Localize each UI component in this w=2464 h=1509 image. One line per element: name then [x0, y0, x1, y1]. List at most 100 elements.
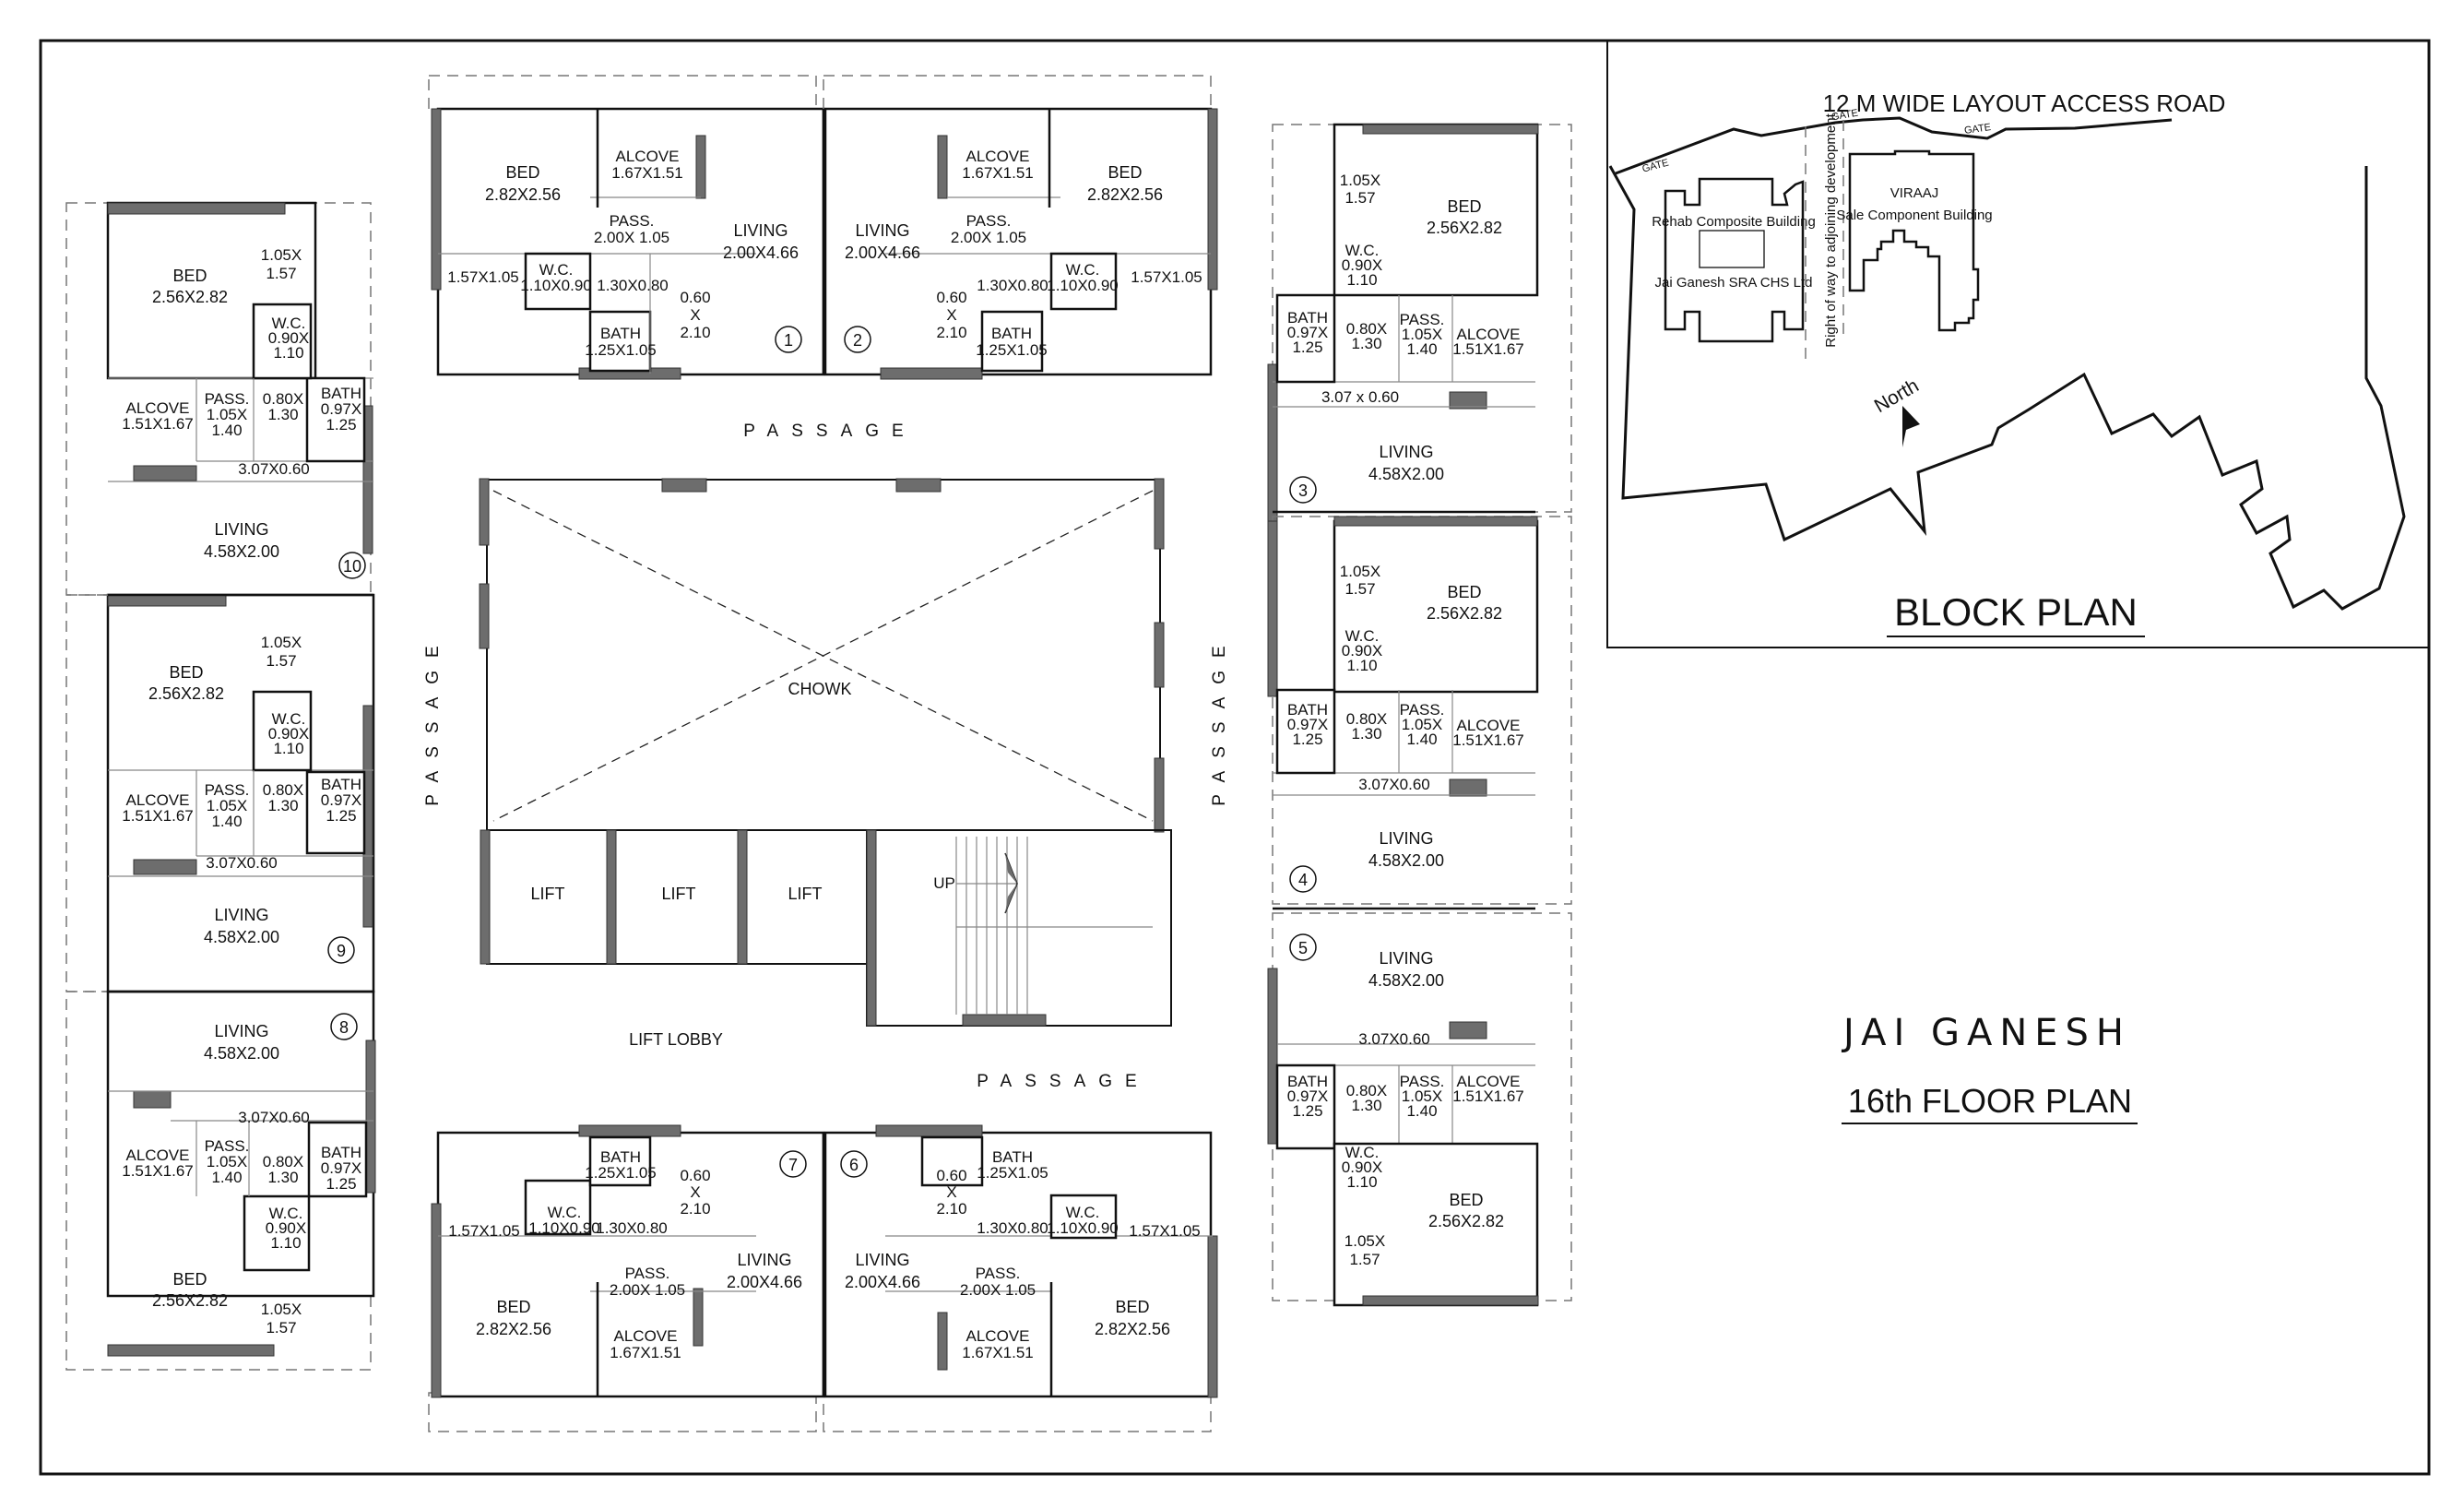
room-living-size: 4.58X2.00 — [204, 1044, 279, 1063]
room-pass: PASS. — [205, 1137, 250, 1155]
unit-number: 2 — [853, 331, 862, 350]
room-alcove: ALCOVE — [1457, 1073, 1521, 1090]
unit-8[interactable]: LIVING 4.58X2.00 3.07X0.60 ALCOVE 1.51X1… — [65, 990, 376, 1371]
room-bath: BATH — [1287, 1073, 1328, 1090]
room-pass-size: 2.00X 1.05 — [960, 1281, 1036, 1299]
room-pass-size: 1.40 — [1406, 731, 1437, 748]
right-of-way-label: Right of way to adjoining development — [1823, 113, 1839, 347]
room-wc: W.C. — [272, 710, 306, 728]
room-bath-size: 1.25 — [1292, 1102, 1322, 1120]
room-bath-size: 0.97X — [1287, 1087, 1328, 1105]
unit-7[interactable]: BATH 1.25X1.05 0.60 X 2.10 1.30X0.80 W.C… — [428, 1124, 825, 1432]
room-living: LIVING — [733, 221, 788, 240]
room-bath-size: 1.25 — [1292, 339, 1322, 356]
room-living-size: 4.58X2.00 — [1368, 971, 1444, 990]
room-wc-size: 1.10 — [273, 344, 303, 362]
room-wc: W.C. — [1066, 1204, 1100, 1221]
lift-3-label[interactable]: LIFT — [788, 885, 822, 903]
room-wc: W.C. — [272, 315, 306, 332]
room-bath: BATH — [321, 385, 361, 402]
room-bed: BED — [172, 267, 207, 285]
room-bed: BED — [496, 1298, 530, 1316]
room-bed: BED — [1108, 163, 1142, 182]
unit-6[interactable]: BATH 1.25X1.05 0.60 X 2.10 1.30X0.80 W.C… — [823, 1124, 1218, 1432]
room-living: LIVING — [214, 1022, 268, 1040]
room-bath-size: 1.25X1.05 — [585, 341, 657, 359]
room-wc-size: 1.10X0.90 — [1047, 1219, 1119, 1237]
room-wc: W.C. — [539, 261, 574, 279]
room-alcove: ALCOVE — [126, 791, 190, 809]
room-alcove-size: 1.51X1.67 — [1452, 340, 1524, 358]
room-living: LIVING — [855, 1251, 909, 1269]
room-bath: BATH — [321, 776, 361, 793]
room-wc-size: 0.90X — [1342, 1158, 1382, 1176]
room-store-size: 1.05X — [261, 634, 302, 651]
room-pass: PASS. — [625, 1265, 670, 1282]
room-dress-size: 1.30X0.80 — [596, 1219, 668, 1237]
room-pass-size: 1.05X — [207, 797, 247, 814]
room-pass-size: 1.05X — [207, 1153, 247, 1170]
room-store-size: 1.57X1.05 — [448, 1222, 520, 1240]
room-pass-size: 2.00X 1.05 — [594, 229, 669, 246]
room-alcove-size: 1.67X1.51 — [962, 1344, 1034, 1361]
room-dress-size: 0.80X — [263, 781, 303, 799]
duct-size: 2.10 — [936, 324, 966, 341]
room-dress-size: 1.30X0.80 — [977, 277, 1048, 294]
unit-2[interactable]: BED 2.82X2.56 ALCOVE 1.67X1.51 PASS. 2.0… — [823, 75, 1218, 380]
duct-size: 0.60 — [680, 1167, 710, 1184]
room-wc: W.C. — [1345, 242, 1380, 259]
room-living-size: 4.58X2.00 — [1368, 851, 1444, 870]
room-dress-size: 0.80X — [263, 1153, 303, 1170]
stair-up-label: UP — [933, 874, 955, 892]
room-store-size: 1.05X — [1345, 1232, 1385, 1250]
lift-1-label[interactable]: LIFT — [530, 885, 564, 903]
room-alcove-size: 1.51X1.67 — [122, 415, 194, 433]
duct-size: 0.60 — [680, 289, 710, 306]
room-living: LIVING — [214, 906, 268, 924]
unit-number: 7 — [788, 1156, 798, 1174]
unit-number: 3 — [1298, 481, 1308, 500]
room-wc: W.C. — [269, 1205, 303, 1222]
unit-number: 1 — [784, 331, 793, 350]
unit-10[interactable]: BED 2.56X2.82 1.05X 1.57 W.C. 0.90X 1.10… — [65, 201, 373, 597]
room-wc: W.C. — [548, 1204, 582, 1221]
unit-9[interactable]: BED 2.56X2.82 1.05X 1.57 W.C. 0.90X 1.10… — [65, 593, 375, 993]
room-bath: BATH — [1287, 701, 1328, 719]
unit-5[interactable]: LIVING 4.58X2.00 3.07X0.60 BATH 0.97X 1.… — [1267, 912, 1572, 1307]
room-pass: PASS. — [976, 1265, 1021, 1282]
room-bed: BED — [1447, 583, 1481, 601]
room-living-size: 2.00X4.66 — [845, 1273, 920, 1291]
room-bed: BED — [505, 163, 539, 182]
gate-label-2: GATE — [1830, 108, 1859, 124]
room-store-size: 1.57X1.05 — [1131, 268, 1202, 286]
room-living-size: 4.58X2.00 — [1368, 465, 1444, 483]
room-wc-size: 0.90X — [1342, 642, 1382, 659]
passage-label-left: PASSAGE — [423, 633, 443, 805]
room-alcove: ALCOVE — [614, 1327, 678, 1345]
room-bath: BATH — [991, 325, 1032, 342]
room-bath-size: 0.97X — [1287, 716, 1328, 733]
project-title: JAI GANESH — [1841, 1012, 2131, 1054]
unit-number: 6 — [849, 1156, 859, 1174]
room-store-size: 1.57 — [1345, 189, 1375, 207]
room-alcove-size: 1.51X1.67 — [122, 807, 194, 825]
room-store-size: 1.05X — [261, 246, 302, 264]
unit-4[interactable]: 1.05X 1.57 BED 2.56X2.82 W.C. 0.90X 1.10… — [1267, 516, 1572, 910]
north-label: North — [1871, 375, 1923, 418]
room-store-size: 1.57X1.05 — [447, 268, 519, 286]
room-living: LIVING — [1379, 443, 1433, 461]
duct-size: 0.60 — [936, 289, 966, 306]
room-balcony-size: 3.07X0.60 — [238, 1109, 310, 1126]
unit-1[interactable]: BED 2.82X2.56 ALCOVE 1.67X1.51 PASS. 2.0… — [428, 75, 825, 380]
room-pass-size: 1.05X — [1402, 326, 1442, 343]
room-wc: W.C. — [1345, 627, 1380, 645]
room-bed: BED — [1115, 1298, 1149, 1316]
room-alcove: ALCOVE — [126, 399, 190, 417]
room-bed-size: 2.56X2.82 — [1427, 219, 1502, 237]
floor-plan-title: 16th FLOOR PLAN — [1848, 1082, 2132, 1120]
room-bath: BATH — [992, 1148, 1033, 1166]
duct-size: 0.60 — [936, 1167, 966, 1184]
room-pass-size: 1.40 — [211, 1169, 242, 1186]
unit-3[interactable]: 1.05X 1.57 BED 2.56X2.82 W.C. 0.90X 1.10… — [1267, 123, 1572, 522]
lift-2-label[interactable]: LIFT — [661, 885, 695, 903]
